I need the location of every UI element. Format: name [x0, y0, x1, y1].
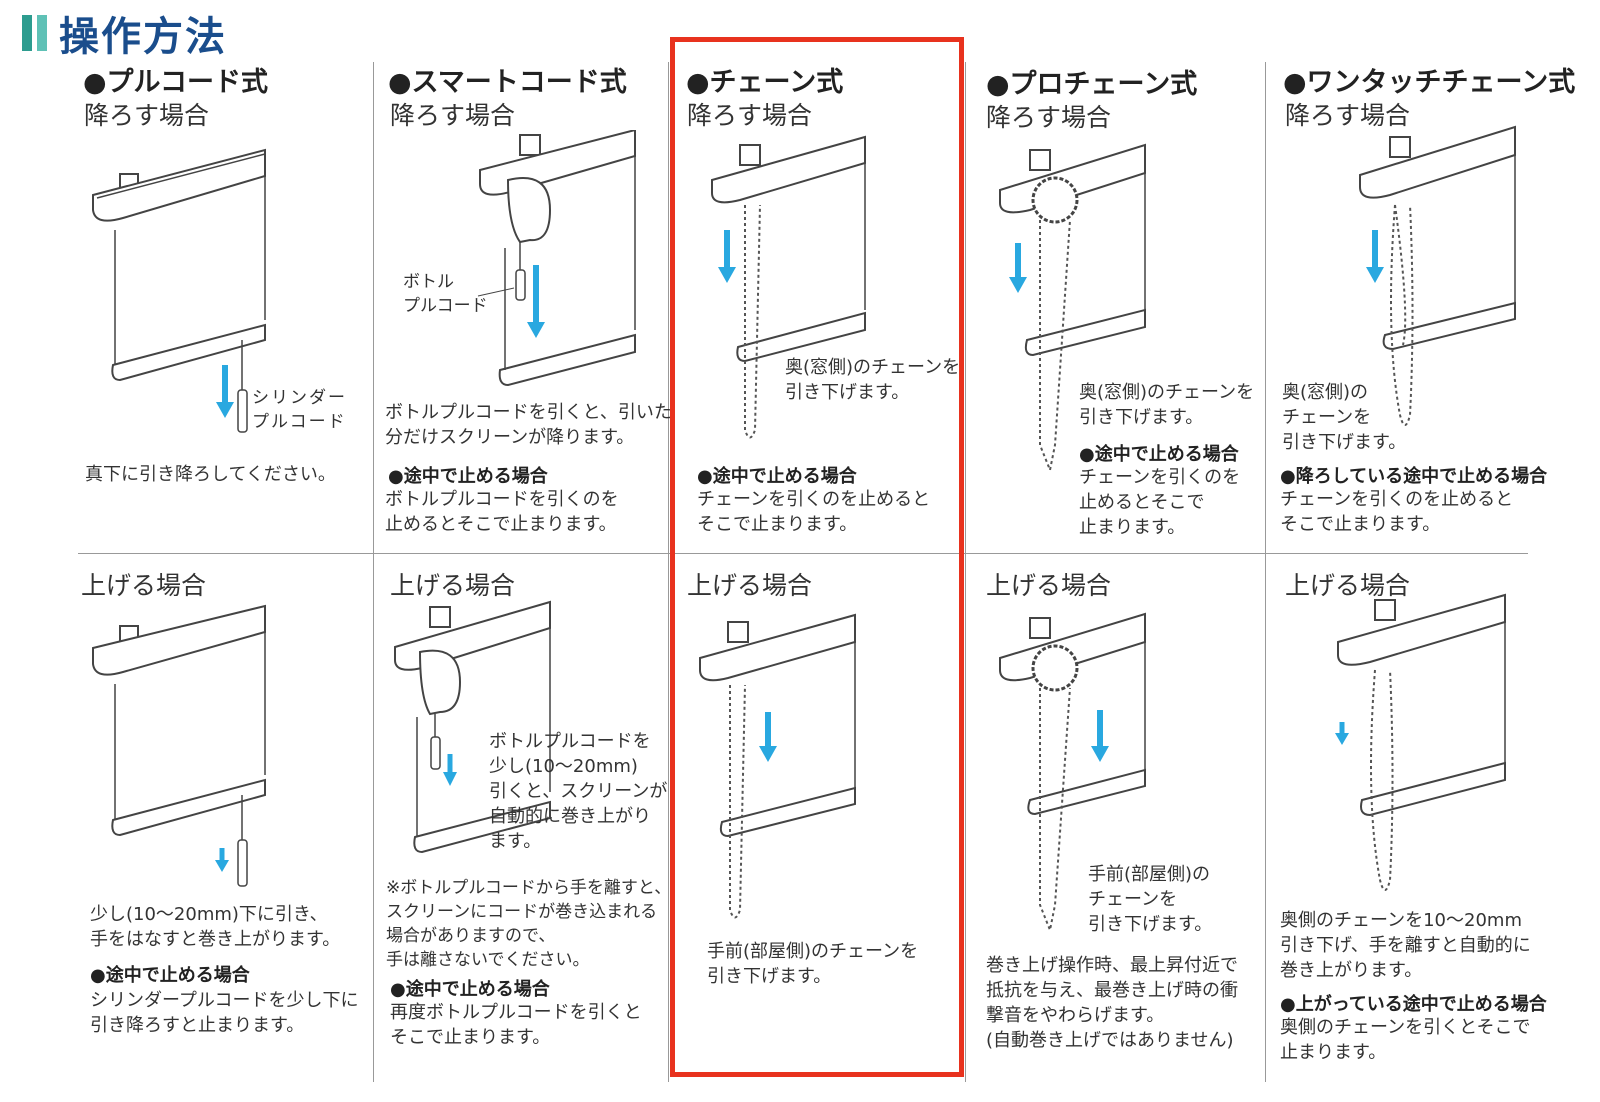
column-title: ●プルコード式 [83, 67, 269, 98]
raise-note: ボトルプルコードを 少し(10〜20mm) 引くと、スクリーンが 自動的に巻き上… [489, 731, 668, 852]
raise-text: ※ボトルプルコードから手を離すと、 スクリーンにコードが巻き込まれる 場合があり… [386, 878, 672, 970]
prochain-lower-illustration [999, 143, 1146, 474]
column-title: ●スマートコード式 [388, 67, 627, 98]
smartcord-raise-illustration [394, 600, 551, 854]
raise-stop-text: 奥側のチェーンを引くとそこで 止まります。 [1280, 1017, 1531, 1063]
bottle-cord-label: ボトル プルコード [403, 272, 488, 316]
lower-title: 降ろす場合 [1285, 101, 1411, 130]
raise-title: 上げる場合 [81, 571, 207, 600]
raise-title: 上げる場合 [986, 571, 1112, 600]
raise-title: 上げる場合 [390, 571, 516, 600]
lower-title: 降ろす場合 [84, 101, 210, 130]
page-title: 操作方法 [59, 14, 227, 60]
lower-text: 真下に引き降ろしてください。 [85, 464, 336, 485]
chain-raise-illustration [699, 613, 856, 919]
onetouch-raise-illustration [1335, 593, 1506, 891]
lower-stop-text: チェーンを引くのを止めると そこで止まります。 [697, 489, 931, 535]
pullcord-lower-illustration [92, 148, 266, 433]
section-header: 操作方法 [22, 8, 227, 60]
lower-stop-heading: ●降ろしている途中で止める場合 [1280, 466, 1548, 487]
raise-text: 巻き上げ操作時、最上昇付近で 抵抗を与え、最巻き上げ時の衝 撃音をやわらげます。… [986, 955, 1238, 1051]
chain-lower-illustration [711, 135, 866, 439]
lower-note: 奥(窓側)のチェーンを 引き下げます。 [1079, 382, 1255, 428]
lower-stop-text: ボトルプルコードを引くのを 止めるとそこで止まります。 [385, 489, 619, 535]
row-divider [78, 553, 1528, 554]
onetouch-lower-illustration [1359, 125, 1516, 426]
chain-column-highlight [670, 37, 964, 1077]
lower-title: 降ろす場合 [390, 101, 516, 130]
column-divider [373, 62, 374, 1082]
raise-stop-heading: ●上がっている途中で止める場合 [1280, 994, 1547, 1015]
raise-stop-text: 再度ボトルプルコードを引くと そこで止まります。 [390, 1002, 642, 1048]
raise-title: 上げる場合 [1285, 571, 1411, 600]
lower-stop-heading: ●途中で止める場合 [697, 466, 857, 487]
raise-stop-heading: ●途中で止める場合 [90, 965, 250, 986]
raise-text: 手前(部屋側)のチェーンを 引き下げます。 [707, 941, 919, 987]
smartcord-lower-illustration [477, 130, 636, 387]
raise-text: 少し(10〜20mm)下に引き、 手をはなすと巻き上がります。 [90, 904, 341, 950]
raise-stop-text: シリンダープルコードを少し下に 引き降ろすと止まります。 [90, 990, 359, 1036]
lower-text: ボトルプルコードを引くと、引いた 分だけスクリーンが降ります。 [385, 402, 672, 448]
column-title: ●ワンタッチチェーン式 [1283, 67, 1576, 98]
column-divider [965, 62, 966, 1082]
column-title: ●チェーン式 [686, 67, 844, 98]
lower-title: 降ろす場合 [986, 103, 1112, 132]
column-title: ●プロチェーン式 [986, 69, 1198, 100]
prochain-raise-illustration [999, 612, 1146, 934]
lower-note: 奥(窓側)の チェーンを 引き下げます。 [1282, 382, 1407, 453]
raise-note: 手前(部屋側)の チェーンを 引き下げます。 [1088, 864, 1213, 935]
raise-text: 奥側のチェーンを10〜20mm 引き下げ、手を離すと自動的に 巻き上がります。 [1280, 910, 1531, 981]
column-divider [668, 62, 669, 1082]
lower-title: 降ろす場合 [687, 101, 813, 130]
cylinder-cord-label: シリンダー プルコード [252, 388, 347, 432]
lower-stop-heading: ●途中で止める場合 [388, 466, 548, 487]
lower-stop-heading: ●途中で止める場合 [1079, 444, 1239, 465]
lower-stop-text: チェーンを引くのを 止めるとそこで 止まります。 [1079, 467, 1241, 538]
lower-note: 奥(窓側)のチェーンを 引き下げます。 [785, 357, 961, 403]
column-divider [1265, 62, 1266, 1082]
lower-stop-text: チェーンを引くのを止めると そこで止まります。 [1280, 489, 1514, 535]
raise-title: 上げる場合 [687, 571, 813, 600]
raise-stop-heading: ●途中で止める場合 [390, 979, 550, 1000]
pullcord-raise-illustration [92, 604, 266, 887]
title-mark-icon [22, 15, 47, 51]
